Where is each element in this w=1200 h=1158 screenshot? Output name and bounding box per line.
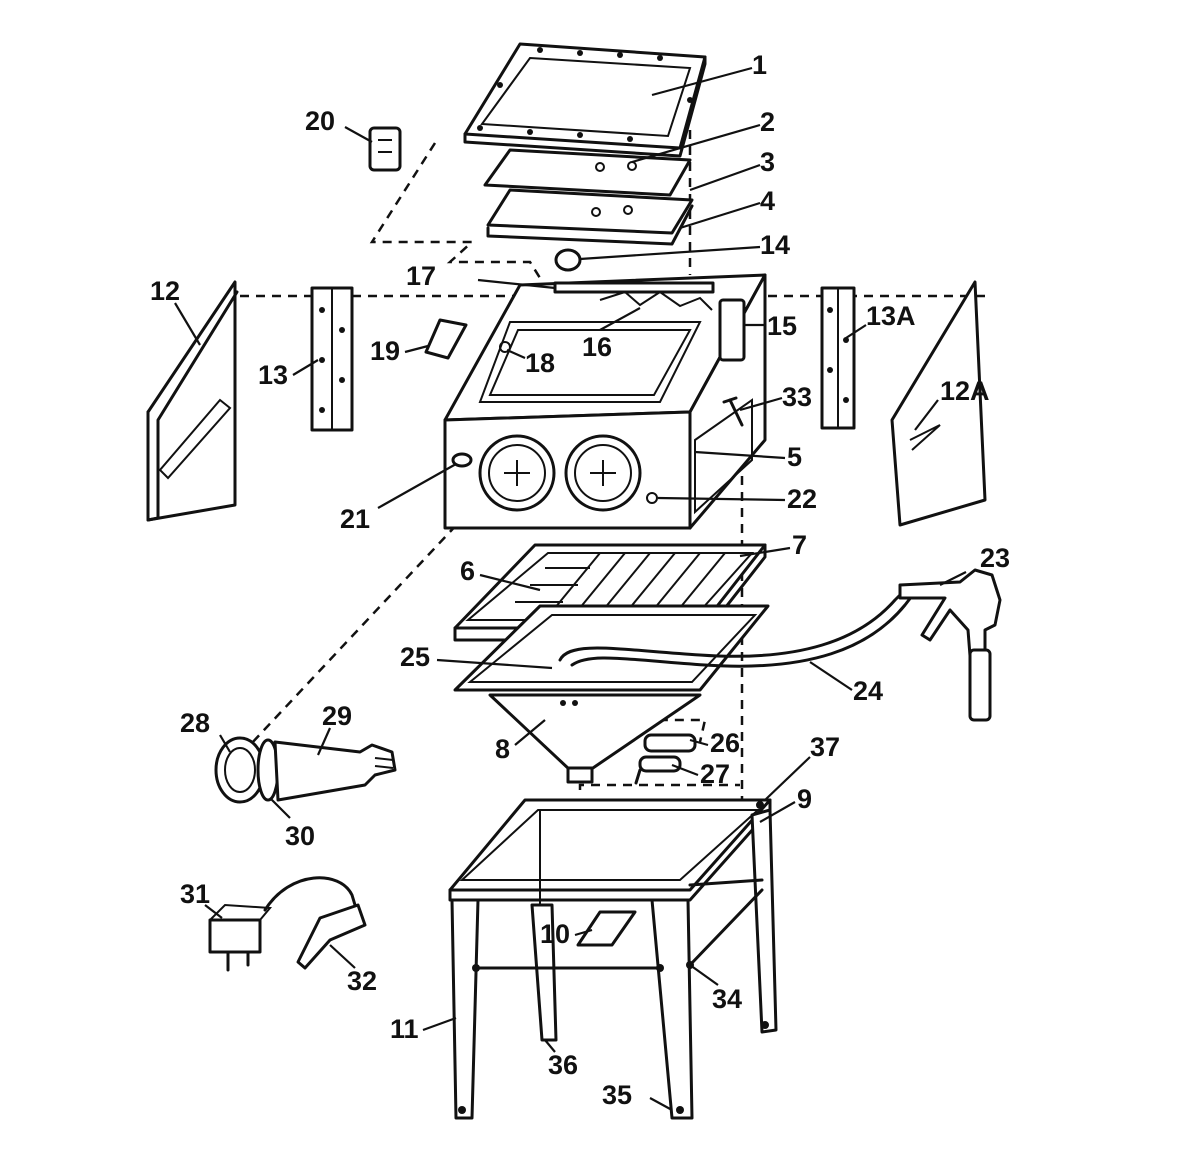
stand (448, 798, 778, 1120)
callout-17: 17 (406, 261, 436, 291)
callout-6: 6 (460, 556, 475, 586)
callout-24: 24 (853, 676, 883, 706)
callout-23: 23 (980, 543, 1010, 573)
callout-19: 19 (370, 336, 400, 366)
part-13A-right-hinge (820, 286, 856, 430)
callout-12A: 12A (940, 376, 990, 406)
callout-29: 29 (322, 701, 352, 731)
part-20-bracket (368, 126, 402, 172)
callout-30: 30 (285, 821, 315, 851)
callout-9: 9 (797, 784, 812, 814)
callout-2: 2 (760, 107, 775, 137)
callout-8: 8 (495, 734, 510, 764)
callout-10: 10 (540, 919, 570, 949)
callout-28: 28 (180, 708, 210, 738)
part-14-knob (554, 248, 582, 272)
part-23-blast-gun (898, 568, 1002, 722)
part-31-plug (208, 903, 273, 972)
callout-7: 7 (792, 530, 807, 560)
part-29-glove (273, 740, 397, 802)
callout-1: 1 (752, 50, 767, 80)
part-19-plate (424, 318, 468, 360)
callout-13: 13 (258, 360, 288, 390)
callout-5: 5 (787, 442, 802, 472)
callout-15: 15 (767, 311, 797, 341)
part-27-fitting (634, 755, 682, 785)
part-26-clamp (643, 733, 697, 753)
callout-18: 18 (525, 348, 555, 378)
part-24-hose (558, 588, 914, 668)
callout-21: 21 (340, 504, 370, 534)
callout-36: 36 (548, 1050, 578, 1080)
callout-37: 37 (810, 732, 840, 762)
part-1-top-frame (463, 42, 707, 158)
part-13-left-hinge (310, 286, 354, 432)
callout-25: 25 (400, 642, 430, 672)
callout-26: 26 (710, 728, 740, 758)
part-8-hopper (488, 693, 702, 784)
part-12-left-door (146, 280, 239, 522)
callout-4: 4 (760, 186, 775, 216)
callout-16: 16 (582, 332, 612, 362)
callout-27: 27 (700, 759, 730, 789)
callout-22: 22 (787, 484, 817, 514)
callout-34: 34 (712, 984, 742, 1014)
callout-32: 32 (347, 966, 377, 996)
part-32-light-switch (263, 876, 367, 970)
callout-13A: 13A (866, 301, 916, 331)
callout-31: 31 (180, 879, 210, 909)
part-2-window-panel (483, 148, 692, 197)
callout-labels: 1 2 3 4 5 6 7 8 9 10 11 12 12A 13 13A 14… (150, 50, 1010, 1110)
part-3-glass-panel (486, 188, 694, 235)
part-4-gasket (486, 204, 694, 246)
callout-20: 20 (305, 106, 335, 136)
cabinet-body (443, 273, 767, 530)
callout-14: 14 (760, 230, 790, 260)
callout-3: 3 (760, 147, 775, 177)
callout-33: 33 (782, 382, 812, 412)
leader-lines (174, 66, 967, 1111)
callout-11: 11 (390, 1014, 419, 1044)
callout-35: 35 (602, 1080, 632, 1110)
part-12A-right-door (890, 280, 987, 527)
callout-12: 12 (150, 276, 180, 306)
